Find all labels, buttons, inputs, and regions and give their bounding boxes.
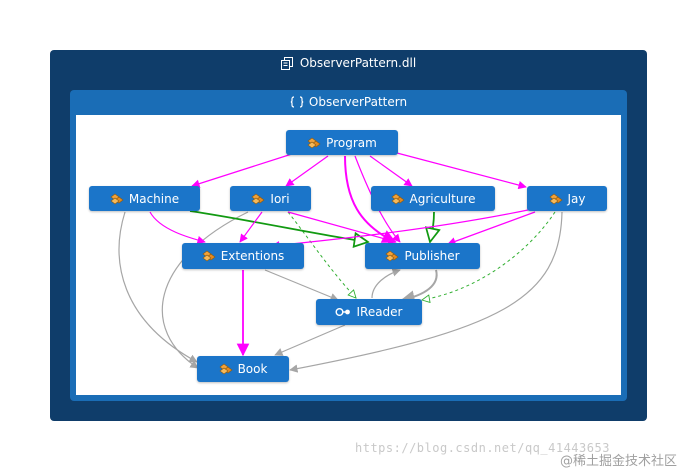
- node-ireader[interactable]: IReader: [316, 299, 422, 325]
- namespace-icon: [290, 96, 304, 108]
- edge-jay-publisher: [447, 211, 536, 246]
- edge-program-iori: [285, 155, 329, 187]
- edge-jay-extentions: [271, 209, 529, 250]
- edge-machine-extentions: [149, 211, 206, 245]
- assembly-icon: [280, 56, 294, 70]
- edge-jay-book: [289, 211, 563, 373]
- node-machine[interactable]: Machine: [89, 186, 200, 211]
- edge-agriculture-publisher: [430, 211, 434, 242]
- edge-iori-extentions: [239, 211, 263, 243]
- class-icon: [202, 250, 216, 262]
- class-icon: [385, 250, 399, 262]
- edge-publisher-ireader: [400, 269, 438, 305]
- node-book[interactable]: Book: [197, 356, 289, 382]
- node-jay[interactable]: Jay: [527, 186, 607, 211]
- watermark-url: https://blog.csdn.net/qq_41443653: [355, 441, 610, 455]
- edge-ireader-publisher: [371, 268, 401, 299]
- edge-extentions-ireader: [264, 269, 339, 302]
- edge-machine-publisher: [189, 210, 368, 242]
- node-label: Program: [326, 135, 377, 150]
- node-label: Jay: [567, 191, 586, 206]
- node-label: Publisher: [404, 249, 460, 263]
- edge-iori-ireader: [287, 211, 356, 298]
- node-publisher[interactable]: Publisher: [365, 243, 480, 269]
- namespace-title: ObserverPattern: [308, 95, 408, 109]
- edge-iori-publisher: [287, 211, 397, 245]
- namespace-title-bar[interactable]: ObserverPattern: [70, 90, 627, 114]
- edge-program-machine: [191, 152, 296, 188]
- edge-machine-book: [118, 211, 198, 363]
- edge-program-jay: [396, 152, 527, 190]
- node-iori[interactable]: Iori: [230, 186, 311, 211]
- node-agriculture[interactable]: Agriculture: [371, 186, 495, 211]
- watermark-brand: @稀土掘金技术社区: [560, 454, 678, 469]
- assembly-title: ObserverPattern.dll: [299, 56, 417, 70]
- class-icon: [219, 363, 233, 375]
- node-label: Machine: [128, 191, 180, 206]
- node-extentions[interactable]: Extentions: [182, 243, 304, 269]
- node-label: IReader: [356, 305, 403, 319]
- edge-ireader-book: [274, 324, 346, 356]
- edge-program-publisher: [344, 155, 397, 243]
- class-icon: [307, 137, 321, 149]
- interface-icon: [335, 307, 351, 317]
- node-label: Iori: [270, 191, 290, 206]
- class-icon: [251, 193, 265, 205]
- node-label: Extentions: [220, 249, 285, 263]
- node-label: Agriculture: [409, 191, 476, 206]
- node-program[interactable]: Program: [286, 130, 398, 155]
- class-icon: [110, 193, 124, 205]
- node-label: Book: [237, 362, 268, 376]
- class-icon: [391, 193, 405, 205]
- namespace-body: [76, 115, 621, 395]
- edge-iori-book: [161, 211, 249, 369]
- class-icon: [549, 193, 563, 205]
- edge-program-agriculture: [369, 155, 413, 187]
- assembly-title-bar[interactable]: ObserverPattern.dll: [50, 50, 647, 76]
